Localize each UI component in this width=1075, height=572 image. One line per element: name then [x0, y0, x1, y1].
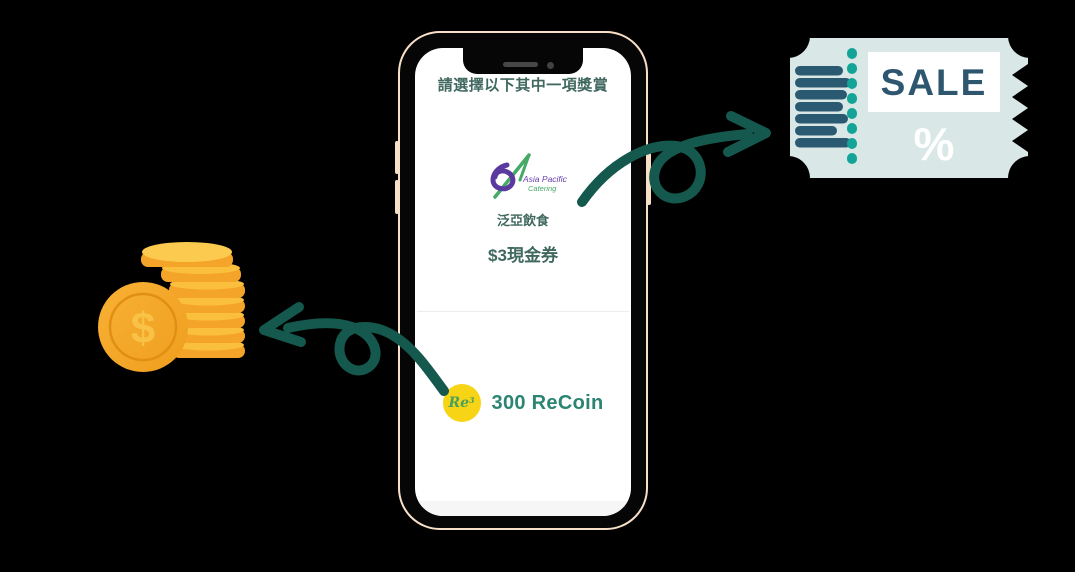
home-indicator-area	[415, 501, 631, 516]
logo-text-line1: Asia Pacific	[522, 174, 568, 184]
recoin-badge-sup: 3	[469, 395, 475, 405]
dollar-sign: $	[131, 304, 155, 353]
dollar-coin-icon: $	[98, 282, 188, 372]
phone-notch	[463, 46, 583, 74]
gold-coins-illustration: $	[98, 242, 245, 372]
phone-mockup: 請選擇以下其中一項獎賞 Asia Pacific Catering 泛亞飲食 $…	[395, 31, 651, 530]
reward-selection-title: 請選擇以下其中一項獎賞	[437, 77, 609, 94]
voucher-brand-name: 泛亞飲食	[496, 213, 549, 228]
sale-label-box	[868, 52, 1000, 112]
volume-down-button	[395, 180, 399, 214]
sale-label: SALE	[881, 62, 988, 103]
percent-sign: %	[914, 118, 955, 170]
ticket-perforation-dashes	[847, 48, 857, 164]
recoin-amount-label: 300 ReCoin	[491, 391, 604, 414]
speaker-icon	[503, 62, 538, 67]
voucher-value: $3現金券	[488, 246, 558, 265]
ticket-barcode-bars	[795, 66, 851, 148]
camera-icon	[547, 62, 554, 69]
asia-pacific-catering-logo: Asia Pacific Catering	[415, 152, 631, 202]
logo-text-line2: Catering	[528, 184, 557, 193]
volume-up-button	[395, 141, 399, 174]
options-divider	[417, 311, 629, 312]
coin-stack-icon	[141, 242, 245, 358]
sale-coupon-illustration: SALE %	[788, 36, 1034, 180]
phone-screen: 請選擇以下其中一項獎賞 Asia Pacific Catering 泛亞飲食 $…	[415, 48, 631, 516]
recoin-badge-text: Re	[448, 395, 470, 411]
power-button	[647, 152, 651, 205]
reward-option-voucher[interactable]: Asia Pacific Catering 泛亞飲食 $3現金券	[415, 152, 631, 266]
